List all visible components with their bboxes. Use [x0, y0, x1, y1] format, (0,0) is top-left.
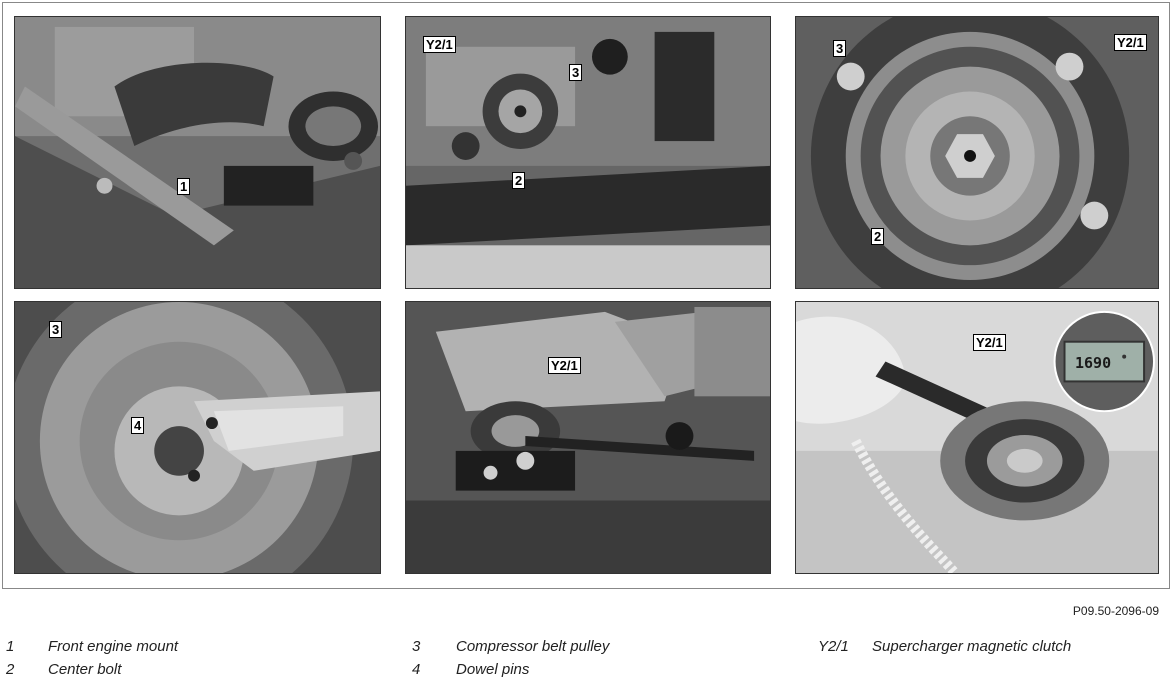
figure-frame: 1 Y2/1 3 2	[2, 2, 1170, 589]
figure-code: P09.50-2096-09	[1072, 604, 1159, 618]
legend-num: 2	[6, 661, 15, 678]
supercharger-top-image	[406, 17, 770, 288]
engine-mount-image	[15, 17, 380, 288]
meter-reading: 1690	[1075, 354, 1112, 372]
callout-3: 3	[49, 321, 63, 338]
legend-text: Front engine mount	[48, 638, 179, 655]
legend-text: Center bolt	[48, 661, 122, 678]
callout-2: 2	[871, 228, 885, 245]
legend-text: Supercharger magnetic clutch	[872, 638, 1072, 655]
callout-y2-1: Y2/1	[548, 357, 581, 374]
legend-text: Compressor belt pulley	[456, 638, 610, 655]
photo-dowel-pins	[14, 301, 381, 574]
callout-3: 3	[833, 40, 847, 57]
dowel-pins-image	[15, 302, 380, 573]
photo-pulley-center-bolt	[795, 16, 1159, 289]
legend-num: Y2/1	[818, 638, 849, 655]
legend-num: 4	[412, 661, 421, 678]
holding-tool-image	[406, 302, 770, 573]
pulley-center-bolt-image	[796, 17, 1158, 288]
callout-y2-1: Y2/1	[1114, 34, 1147, 51]
callout-y2-1: Y2/1	[973, 334, 1006, 351]
photo-holding-tool	[405, 301, 771, 574]
legend-num: 3	[412, 638, 421, 655]
photo-front-engine-mount	[14, 16, 381, 289]
callout-y2-1: Y2/1	[423, 36, 456, 53]
photo-supercharger-top	[405, 16, 771, 289]
callout-2: 2	[512, 172, 526, 189]
callout-4: 4	[131, 417, 145, 434]
measurement-image	[796, 302, 1158, 573]
callout-1: 1	[177, 178, 191, 195]
legend-num: 1	[6, 638, 15, 655]
legend-text: Dowel pins	[456, 661, 530, 678]
callout-3: 3	[569, 64, 583, 81]
